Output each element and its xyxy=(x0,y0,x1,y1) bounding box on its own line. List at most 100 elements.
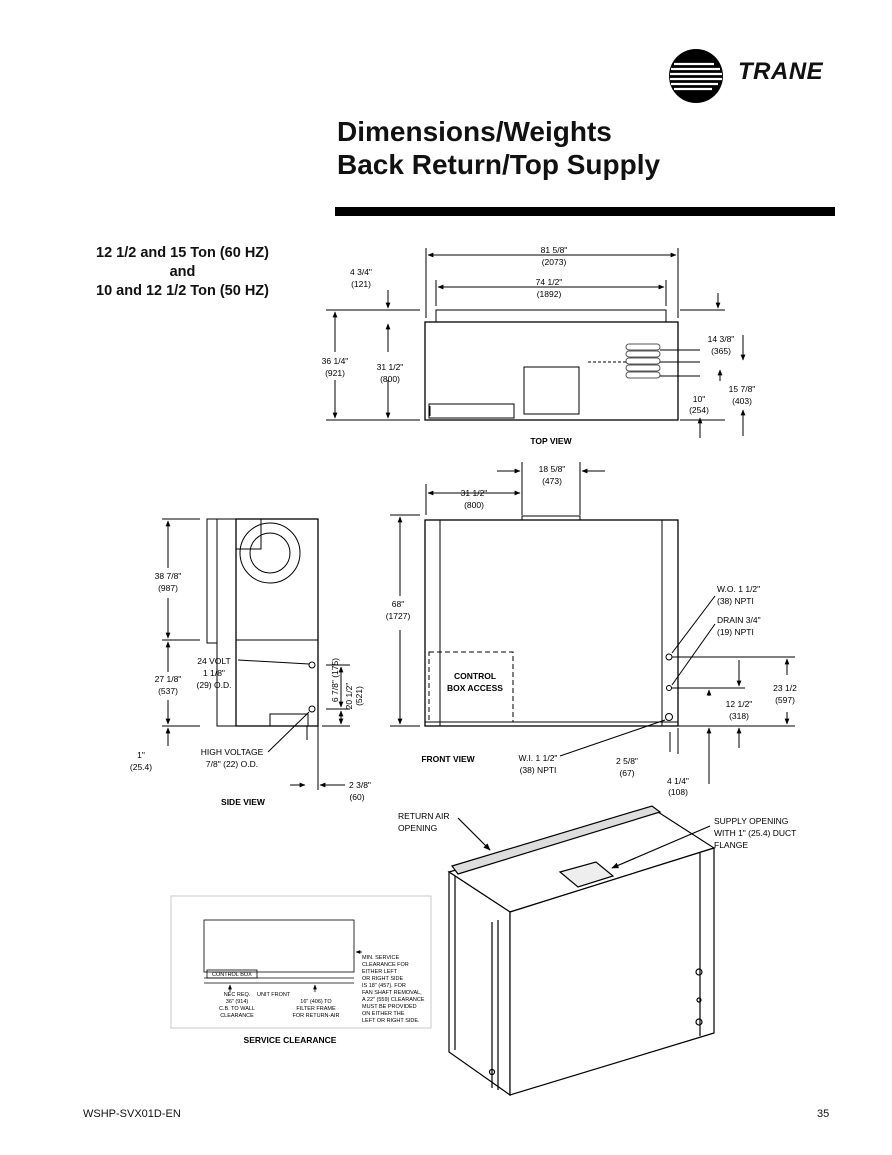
dim-coil-center-mm: (403) xyxy=(732,396,752,406)
dim-4-1-4: 4 1/4" xyxy=(667,776,689,786)
models-line-1: 12 1/2 and 15 Ton (60 HZ) xyxy=(96,245,269,261)
dim-supply-width: 18 5/8" xyxy=(539,464,566,474)
return-air-label-2: OPENING xyxy=(398,823,437,833)
dim-overall-width-mm: (2073) xyxy=(542,257,567,267)
dim-overall-width: 81 5/8" xyxy=(541,245,568,255)
dim-6-7-8: 6 7/8" (175) xyxy=(330,658,340,702)
dim-23: 23 1/2 xyxy=(773,683,797,693)
dim-2-5-8-mm: (67) xyxy=(619,768,634,778)
sc-nec-2: 36" (914) xyxy=(226,999,249,1005)
document-id: WSHP-SVX01D-EN xyxy=(83,1108,181,1120)
sc-note-2: CLEARANCE FOR xyxy=(362,962,409,968)
dim-coil-top: 14 3/8" xyxy=(708,334,735,344)
isometric-labels: RETURN AIR OPENING SUPPLY OPENING WITH 1… xyxy=(398,811,796,850)
sc-filter-3: FOR RETURN-AIR xyxy=(292,1013,339,1019)
dim-12: 12 1/2" xyxy=(726,699,753,709)
brand-name: TRANE xyxy=(738,58,824,85)
sc-note-10: LEFT OR RIGHT SIDE. xyxy=(362,1018,420,1024)
dim-inner-depth-mm: (800) xyxy=(380,374,400,384)
dim-lower-mm: (537) xyxy=(158,686,178,696)
sc-note-1: MIN. SERVICE xyxy=(362,955,400,961)
models-line-2: and xyxy=(169,264,196,280)
top-view xyxy=(326,248,746,438)
dim-2-5-8: 2 5/8" xyxy=(616,756,638,766)
dim-coil-bottom-mm: (254) xyxy=(689,405,709,415)
wi-label-2: (38) NPTI xyxy=(520,765,557,775)
top-view-labels: 81 5/8" (2073) 74 1/2" (1892) 4 3/4" (12… xyxy=(322,245,756,446)
dim-height-mm: (1727) xyxy=(386,611,411,621)
front-view-labels: 18 5/8" (473) 31 1/2" (800) 68" (1727) C… xyxy=(386,464,797,797)
dim-20-1-2: 20 1/2" xyxy=(344,683,354,710)
drain-label-2: (19) NPTI xyxy=(717,627,754,637)
sc-filter-2: FILTER FRAME xyxy=(296,1006,336,1012)
dim-depth-mm: (921) xyxy=(325,368,345,378)
supply-opening-label-2: WITH 1" (25.4) DUCT xyxy=(714,828,796,838)
dim-upper-mm: (987) xyxy=(158,583,178,593)
volt-label-2: 1 1/8" xyxy=(203,668,225,678)
sc-note-8: MUST BE PROVIDED xyxy=(362,1004,417,1010)
dim-coil-bottom: 10" xyxy=(693,394,705,404)
supply-opening-label-3: FLANGE xyxy=(714,840,748,850)
dim-20-1-2-mm: (521) xyxy=(354,686,364,706)
isometric-view xyxy=(447,805,716,1097)
trane-logo-icon xyxy=(669,49,723,103)
dim-coil-top-mm: (365) xyxy=(711,346,731,356)
volt-label-3: (29) O.D. xyxy=(197,680,232,690)
model-applicability: 12 1/2 and 15 Ton (60 HZ) and 10 and 12 … xyxy=(70,244,295,301)
dim-base: 1" xyxy=(137,750,145,760)
service-clearance-label: SERVICE CLEARANCE xyxy=(244,1035,337,1045)
side-view-labels: 38 7/8" (987) 27 1/8" (537) 1" (25.4) 24… xyxy=(130,571,371,807)
sc-note-9: ON EITHER THE xyxy=(362,1011,405,1017)
sc-filter-1: 16" (406) TO xyxy=(300,999,332,1005)
dim-depth: 36 1/4" xyxy=(322,356,349,366)
sc-nec-4: CLEARANCE xyxy=(220,1013,254,1019)
page-title: Dimensions/Weights Back Return/Top Suppl… xyxy=(337,115,660,181)
dim-4-1-4-mm: (108) xyxy=(668,787,688,797)
title-line-2: Back Return/Top Supply xyxy=(337,149,661,180)
title-rule xyxy=(335,207,835,216)
models-line-3: 10 and 12 1/2 Ton (50 HZ) xyxy=(96,283,269,299)
dim-inner-width: 74 1/2" xyxy=(536,277,563,287)
sc-unit-front: UNIT FRONT xyxy=(257,992,291,998)
dim-offset-mm: (121) xyxy=(351,279,371,289)
hv-label-1: HIGH VOLTAGE xyxy=(201,747,264,757)
side-view-label: SIDE VIEW xyxy=(221,797,266,807)
dim-base-mm: (25.4) xyxy=(130,762,152,772)
supply-opening-label-1: SUPPLY OPENING xyxy=(714,816,788,826)
wo-label-1: W.O. 1 1/2" xyxy=(717,584,760,594)
dim-coil-center: 15 7/8" xyxy=(729,384,756,394)
service-clearance xyxy=(170,895,432,1029)
dim-inner-depth: 31 1/2" xyxy=(377,362,404,372)
dim-offset: 4 3/4" xyxy=(350,267,372,277)
sc-nec-1: NEC REQ. xyxy=(224,992,251,998)
sc-note-3: EITHER LEFT xyxy=(362,969,398,975)
dim-upper: 38 7/8" xyxy=(155,571,182,581)
dim-inner-width-mm: (1892) xyxy=(537,289,562,299)
sc-nec-3: C.B. TO WALL xyxy=(219,1006,255,1012)
control-box-label-1: CONTROL xyxy=(454,671,496,681)
wi-label-1: W.I. 1 1/2" xyxy=(519,753,558,763)
dim-supply-offset-mm: (800) xyxy=(464,500,484,510)
top-view-label: TOP VIEW xyxy=(530,436,572,446)
side-view xyxy=(162,518,350,790)
title-line-1: Dimensions/Weights xyxy=(337,116,612,147)
hv-label-2: 7/8" (22) O.D. xyxy=(206,759,258,769)
sc-note-6: FAN SHAFT REMOVAL, xyxy=(362,990,422,996)
dim-height: 68" xyxy=(392,599,404,609)
sc-control-box: CONTROL BOX xyxy=(212,972,252,978)
dim-supply-offset: 31 1/2" xyxy=(461,488,488,498)
drain-label-1: DRAIN 3/4" xyxy=(717,615,761,625)
coil-connection xyxy=(625,343,661,379)
sc-note-4: OR RIGHT SIDE xyxy=(362,976,403,982)
sc-note-5: IS 18" (457). FOR xyxy=(362,983,406,989)
dim-12-mm: (318) xyxy=(729,711,749,721)
page-number: 35 xyxy=(817,1108,830,1120)
dim-supply-width-mm: (473) xyxy=(542,476,562,486)
dim-2-3-8-mm: (60) xyxy=(349,792,364,802)
dim-lower: 27 1/8" xyxy=(155,674,182,684)
service-clearance-labels: CONTROL BOX UNIT FRONT NEC REQ. 36" (914… xyxy=(212,955,425,1045)
wo-label-2: (38) NPTI xyxy=(717,596,754,606)
front-view-label: FRONT VIEW xyxy=(421,754,475,764)
control-box-label-2: BOX ACCESS xyxy=(447,683,503,693)
